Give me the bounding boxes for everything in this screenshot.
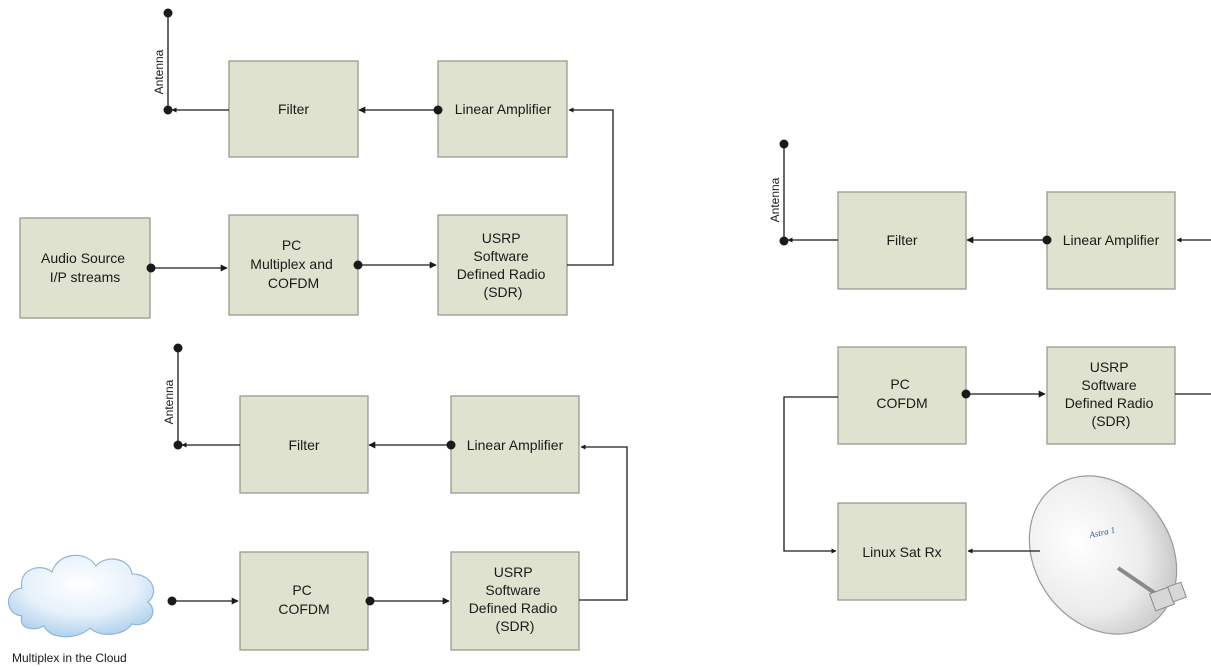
usrp-sdr-block: USRP Software Defined Radio (SDR) xyxy=(437,214,568,316)
linear-amplifier-block: Linear Amplifier xyxy=(450,395,580,494)
usrp-label-line3: Defined Radio xyxy=(457,266,546,282)
pc-label-line1: PC xyxy=(292,582,311,598)
audio-source-block: Audio Source I/P streams xyxy=(19,217,151,319)
pc-label-line2: Multiplex and xyxy=(250,256,333,272)
linear-amplifier-block: Linear Amplifier xyxy=(437,60,568,158)
svg-text:PC COFDM: PC COFDM xyxy=(876,376,927,411)
satrx-label: Linux Sat Rx xyxy=(862,544,941,560)
svg-text:Linux Sat Rx: Linux Sat Rx xyxy=(862,544,941,560)
filter-block: Filter xyxy=(228,60,359,158)
antenna: Antenna xyxy=(162,343,183,450)
linear-amplifier-block: Linear Amplifier xyxy=(1046,191,1176,290)
source-label-line1: Audio Source xyxy=(41,250,125,266)
svg-text:Audio Source I/P strea: Audio Source I/P streams xyxy=(41,250,129,285)
connectors xyxy=(167,440,628,606)
connectors xyxy=(783,235,1211,554)
usrp-label-line4: (SDR) xyxy=(484,284,523,300)
usrp-label-line2: Software xyxy=(1081,377,1136,393)
filter-block: Filter xyxy=(239,395,369,494)
amplifier-label: Linear Amplifier xyxy=(467,437,564,453)
svg-text:Linear Amplifier: Linear Amplifier xyxy=(1063,232,1160,248)
source-label-line2: I/P streams xyxy=(50,269,121,285)
diagram-right: Antenna Filter Linear Amplifier PC COFDM… xyxy=(768,139,1211,635)
cloud-caption: Multiplex in the Cloud xyxy=(12,651,127,665)
svg-text:Filter: Filter xyxy=(278,101,309,117)
usrp-sdr-block: USRP Software Defined Radio (SDR) xyxy=(450,551,580,651)
amplifier-label: Linear Amplifier xyxy=(455,101,552,117)
svg-text:Filter: Filter xyxy=(886,232,917,248)
pc-label-line2: COFDM xyxy=(876,395,927,411)
usrp-label-line2: Software xyxy=(473,248,528,264)
usrp-label-line3: Defined Radio xyxy=(1065,395,1154,411)
svg-text:USRP Software: USRP Software Defined Radio (SDR) xyxy=(469,564,562,634)
svg-text:USRP Software: USRP Software Defined Radio (SDR) xyxy=(457,230,550,300)
filter-label: Filter xyxy=(288,437,319,453)
filter-block: Filter xyxy=(837,191,967,290)
usrp-label-line2: Software xyxy=(485,582,540,598)
linux-sat-rx-block: Linux Sat Rx xyxy=(837,502,967,601)
pc-label-line1: PC xyxy=(890,376,909,392)
antenna-label: Antenna xyxy=(768,177,782,222)
diagram-bottom-left: Antenna Filter Linear Amplifier PC COFDM… xyxy=(7,343,628,665)
filter-label: Filter xyxy=(886,232,917,248)
svg-text:PC COFDM: PC COFDM xyxy=(278,582,329,617)
usrp-label-line4: (SDR) xyxy=(496,618,535,634)
usrp-sdr-block: USRP Software Defined Radio (SDR) xyxy=(1046,346,1176,445)
usrp-label-line1: USRP xyxy=(1090,359,1129,375)
connectors xyxy=(146,105,614,273)
pc-label-line3: COFDM xyxy=(268,275,319,291)
antenna: Antenna xyxy=(152,8,173,115)
pc-cofdm-block: PC COFDM xyxy=(837,346,967,445)
pc-cofdm-block: PC COFDM xyxy=(239,551,369,651)
usrp-label-line4: (SDR) xyxy=(1092,413,1131,429)
usrp-label-line1: USRP xyxy=(482,230,521,246)
amplifier-label: Linear Amplifier xyxy=(1063,232,1160,248)
svg-text:PC Multiplex and: PC Multiplex and COFDM xyxy=(250,237,336,291)
antenna: Antenna xyxy=(768,139,789,246)
pc-label-line2: COFDM xyxy=(278,601,329,617)
satellite-dish-icon: Astra 1 xyxy=(1028,475,1187,635)
pc-label-line1: PC xyxy=(282,237,301,253)
cloud-icon xyxy=(7,554,155,638)
svg-text:Filter: Filter xyxy=(288,437,319,453)
diagram-top-left: Antenna Filter Linear Amplifier Audio So… xyxy=(19,8,614,319)
usrp-label-line3: Defined Radio xyxy=(469,600,558,616)
antenna-label: Antenna xyxy=(162,379,176,424)
pc-multiplex-block: PC Multiplex and COFDM xyxy=(228,214,359,316)
svg-text:USRP Software: USRP Software Defined Radio (SDR) xyxy=(1065,359,1158,429)
filter-label: Filter xyxy=(278,101,309,117)
svg-text:Linear Amplifier: Linear Amplifier xyxy=(467,437,564,453)
svg-text:Linear Amplifier: Linear Amplifier xyxy=(455,101,552,117)
usrp-label-line1: USRP xyxy=(494,564,533,580)
antenna-label: Antenna xyxy=(152,49,166,94)
